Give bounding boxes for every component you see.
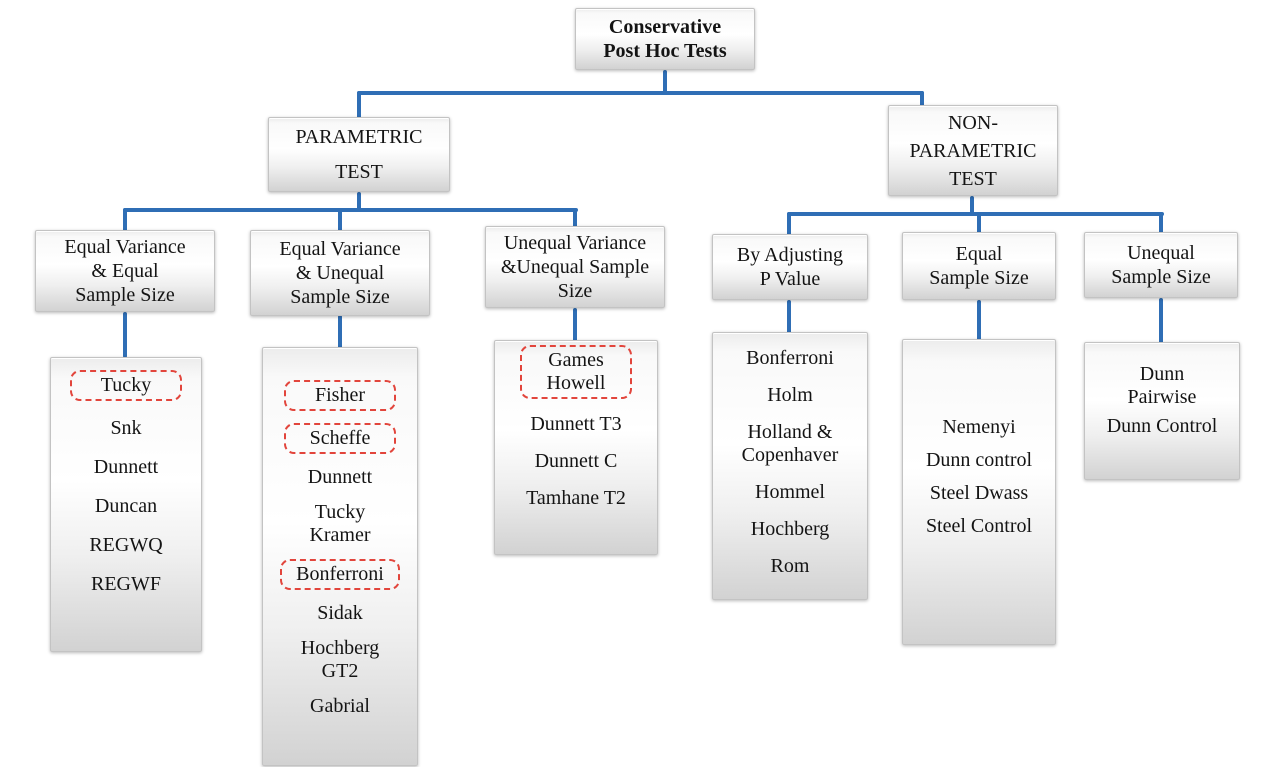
connector-nonparametric-stem-bottom — [970, 196, 974, 214]
test-item-hommel: Hommel — [755, 481, 825, 503]
node-parametric-test-label: PARAMETRIC TEST — [295, 125, 423, 183]
test-item-gabrial: Gabrial — [310, 695, 370, 717]
node-label: Unequal Sample Size — [1111, 242, 1211, 288]
connector-stem-equal-var-unequal-n — [338, 208, 342, 234]
node-equal-sample-size: Equal Sample Size — [902, 232, 1056, 300]
connector-leaf-stem-4 — [787, 300, 791, 334]
connector-nonparametric-stem-top — [920, 91, 924, 107]
test-item-tamhane-t2: Tamhane T2 — [526, 487, 626, 509]
test-item-dunnett: Dunnett — [93, 456, 159, 478]
node-label: Equal Sample Size — [929, 243, 1029, 289]
node-unequal-sample-size: Unequal Sample Size — [1084, 232, 1238, 298]
root-node: Conservative Post Hoc Tests — [575, 8, 755, 70]
test-item-dunn-control: Dunn Control — [1106, 415, 1218, 437]
node-equal-variance-equal-sample: Equal Variance & Equal Sample Size — [35, 230, 215, 312]
test-item-bonferroni: Bonferroni — [746, 347, 834, 369]
node-equal-variance-unequal-sample: Equal Variance & Unequal Sample Size — [250, 230, 430, 316]
test-item-dunn-control: Dunn control — [925, 449, 1033, 471]
node-nonparametric-test-label: NON- PARAMETRIC TEST — [909, 111, 1037, 190]
node-unequal-variance-unequal-sample: Unequal Variance &Unequal Sample Size — [485, 226, 665, 308]
leaf-list-equal-variance-unequal-sample: Fisher Scheffe Dunnett Tucky Kramer Bonf… — [262, 347, 418, 766]
test-item-scheffe: Scheffe — [284, 423, 396, 454]
test-item-bonferroni: Bonferroni — [280, 559, 400, 590]
connector-parametric-rail — [123, 208, 578, 212]
connector-parametric-stem-top — [357, 91, 361, 119]
connector-parametric-stem-bottom — [357, 192, 361, 210]
test-item-dunn-pairwise: Dunn Pairwise — [1127, 363, 1197, 408]
test-item-regwq: REGWQ — [89, 534, 163, 556]
test-item-tucky: Tucky — [70, 370, 182, 401]
connector-stem-adjust-p — [787, 212, 791, 238]
node-label: By Adjusting P Value — [736, 244, 844, 290]
leaf-list-unequal-sample-size: Dunn Pairwise Dunn Control — [1084, 342, 1240, 480]
node-parametric-test: PARAMETRIC TEST — [268, 117, 450, 192]
test-item-fisher: Fisher — [284, 380, 396, 411]
test-item-sidak: Sidak — [317, 602, 363, 624]
test-item-tucky-kramer: Tucky Kramer — [309, 501, 371, 546]
connector-stem-unequal-var-unequal-n — [573, 208, 577, 230]
connector-nonparametric-rail — [787, 212, 1164, 216]
test-item-dunnett: Dunnett — [307, 466, 373, 488]
test-item-hochberg-gt2: Hochberg GT2 — [300, 637, 380, 682]
test-item-holland-copenhaver: Holland & Copenhaver — [741, 421, 839, 466]
leaf-list-equal-sample-size: Nemenyi Dunn control Steel Dwass Steel C… — [902, 339, 1056, 645]
test-item-snk: Snk — [110, 417, 142, 439]
test-item-dunnett-c: Dunnett C — [534, 450, 618, 472]
test-item-nemenyi: Nemenyi — [942, 416, 1016, 438]
connector-leaf-stem-3 — [573, 308, 577, 342]
connector-stem-unequal-n — [1159, 212, 1163, 236]
node-label: Equal Variance & Equal Sample Size — [64, 236, 186, 306]
test-item-steel-dwass: Steel Dwass — [929, 482, 1029, 504]
connector-root-stem — [663, 70, 667, 95]
leaf-list-by-adjusting-p-value: Bonferroni Holm Holland & Copenhaver Hom… — [712, 332, 868, 600]
node-label: Unequal Variance &Unequal Sample Size — [500, 232, 650, 302]
connector-leaf-stem-5 — [977, 300, 981, 341]
test-item-duncan: Duncan — [94, 495, 158, 517]
test-item-steel-control: Steel Control — [925, 515, 1033, 537]
connector-leaf-stem-1 — [123, 312, 127, 358]
connector-stem-equal-var-equal-n — [123, 208, 127, 234]
connector-top-rail — [357, 91, 924, 95]
root-node-label: Conservative Post Hoc Tests — [603, 16, 727, 62]
leaf-list-unequal-variance-unequal-sample: Games Howell Dunnett T3 Dunnett C Tamhan… — [494, 340, 658, 555]
test-item-rom: Rom — [770, 555, 810, 577]
connector-stem-equal-n — [977, 212, 981, 236]
node-nonparametric-test: NON- PARAMETRIC TEST — [888, 105, 1058, 196]
connector-leaf-stem-2 — [338, 315, 342, 349]
node-label: Equal Variance & Unequal Sample Size — [279, 238, 401, 308]
test-item-regwf: REGWF — [91, 573, 161, 595]
node-by-adjusting-p-value: By Adjusting P Value — [712, 234, 868, 300]
test-item-dunnett-t3: Dunnett T3 — [530, 413, 622, 435]
test-item-hochberg: Hochberg — [750, 518, 830, 540]
leaf-list-equal-variance-equal-sample: Tucky Snk Dunnett Duncan REGWQ REGWF — [50, 357, 202, 652]
test-item-games-howell: Games Howell — [520, 345, 632, 399]
test-item-holm: Holm — [767, 384, 813, 406]
connector-leaf-stem-6 — [1159, 298, 1163, 344]
